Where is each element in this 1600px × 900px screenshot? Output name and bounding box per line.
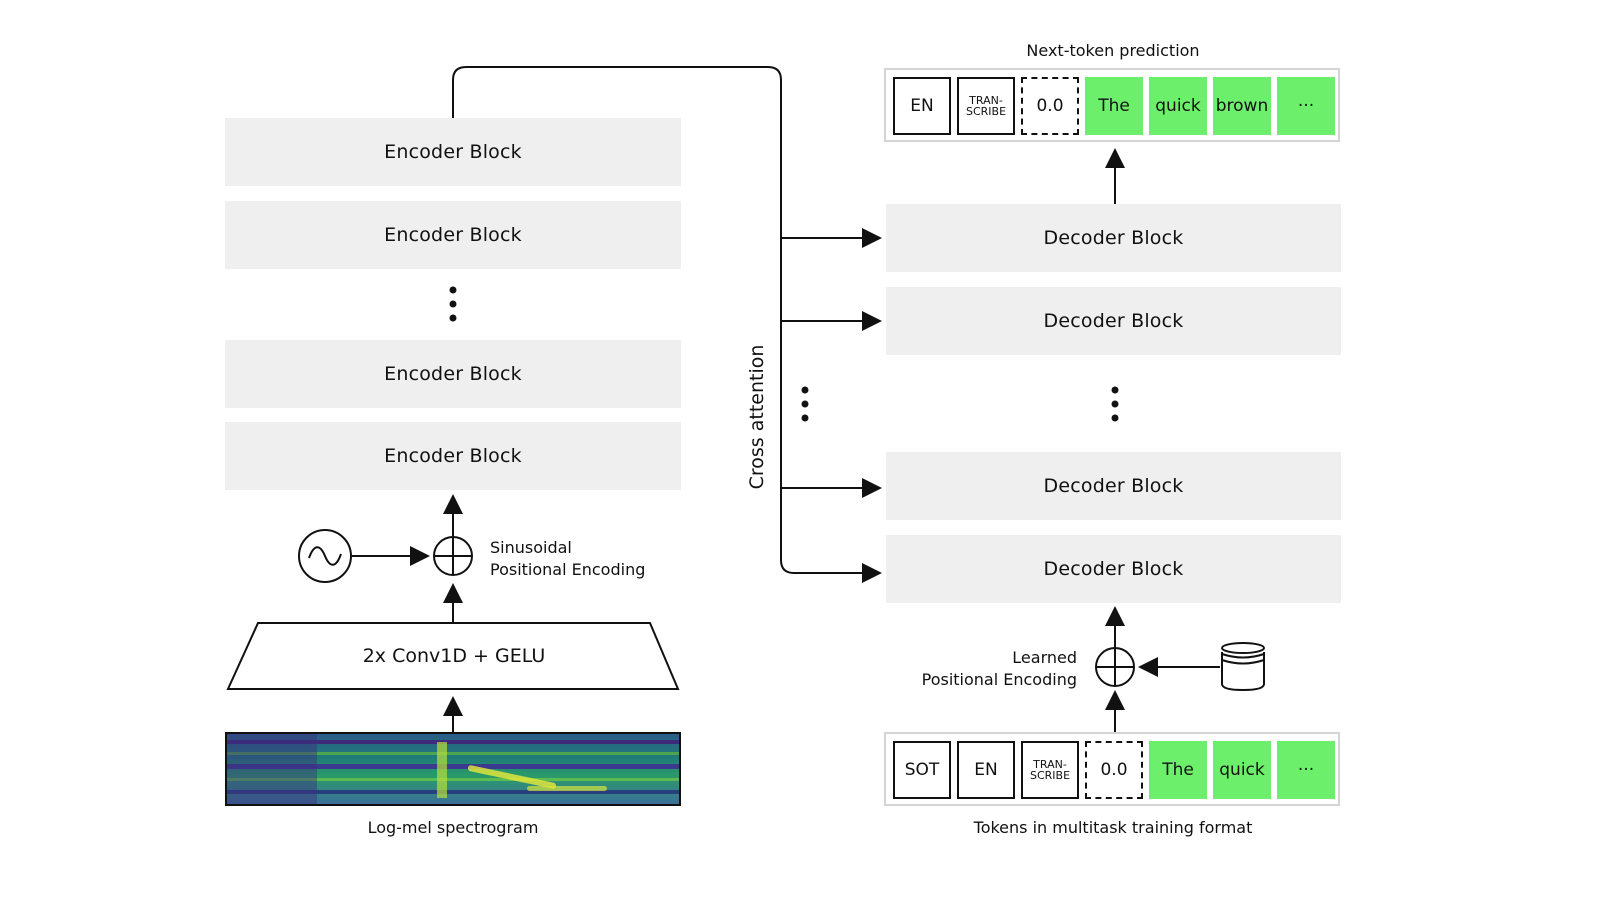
conv-trapezoid: [226, 622, 680, 690]
output-token-4: The: [1085, 77, 1143, 135]
decoder-block-3: Decoder Block: [886, 452, 1341, 520]
sinusoidal-label-line2: Positional Encoding: [490, 560, 646, 579]
conv-gelu-label: 2x Conv1D + GELU: [362, 645, 546, 667]
encoder-block-3: Encoder Block: [225, 340, 681, 408]
learned-label-line2: Positional Encoding: [921, 670, 1077, 689]
input-token-1: SOT: [893, 741, 951, 799]
encoder-block-2: Encoder Block: [225, 201, 681, 269]
sinusoidal-label-line1: Sinusoidal: [490, 538, 572, 557]
encoder-block-4: Encoder Block: [225, 422, 681, 490]
encoder-ellipsis-dots: [449, 286, 457, 322]
encoder-add-icon: [433, 536, 473, 576]
output-token-7: ···: [1277, 77, 1335, 135]
output-token-1: EN: [893, 77, 951, 135]
next-token-prediction-title: Next-token prediction: [1026, 41, 1200, 60]
output-token-5: quick: [1149, 77, 1207, 135]
input-token-5: The: [1149, 741, 1207, 799]
learned-label-line1: Learned: [1012, 648, 1077, 667]
output-token-6: brown: [1213, 77, 1271, 135]
input-token-6: quick: [1213, 741, 1271, 799]
cross-attention-label: Cross attention: [746, 344, 768, 490]
log-mel-spectrogram-image: [225, 732, 681, 806]
tokens-format-label: Tokens in multitask training format: [973, 818, 1253, 837]
input-token-3: TRAN-SCRIBE: [1021, 741, 1079, 799]
input-token-4: 0.0: [1085, 741, 1143, 799]
output-token-2: TRAN-SCRIBE: [957, 77, 1015, 135]
input-token-2: EN: [957, 741, 1015, 799]
encoder-block-1: Encoder Block: [225, 118, 681, 186]
decoder-block-1: Decoder Block: [886, 204, 1341, 272]
embedding-table-icon: [1221, 642, 1265, 692]
encoder-to-cross-attention-line: [452, 66, 882, 583]
spectrogram-label: Log-mel spectrogram: [367, 818, 539, 837]
decoder-block-4: Decoder Block: [886, 535, 1341, 603]
decoder-add-icon: [1095, 647, 1135, 687]
sine-wave-icon: [298, 529, 352, 583]
decoder-block-2: Decoder Block: [886, 287, 1341, 355]
decoder-ellipsis-dots: [1111, 386, 1119, 422]
output-token-3: 0.0: [1021, 77, 1079, 135]
input-token-7: ···: [1277, 741, 1335, 799]
cross-attention-ellipsis-dots: [801, 386, 809, 422]
